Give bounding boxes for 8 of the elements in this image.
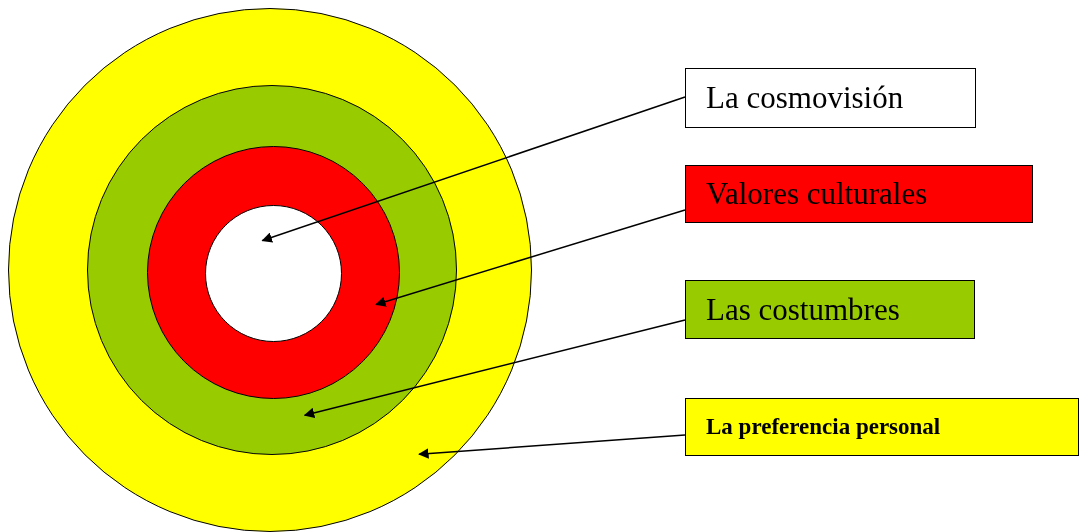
arrow [303,319,686,418]
label-box: Valores culturales [685,165,1033,223]
label-box: La preferencia personal [685,398,1079,456]
label-box: La cosmovisión [685,68,976,128]
arrow [418,434,686,459]
arrow [261,96,686,243]
arrow [375,209,686,307]
label-box: Las costumbres [685,280,975,339]
